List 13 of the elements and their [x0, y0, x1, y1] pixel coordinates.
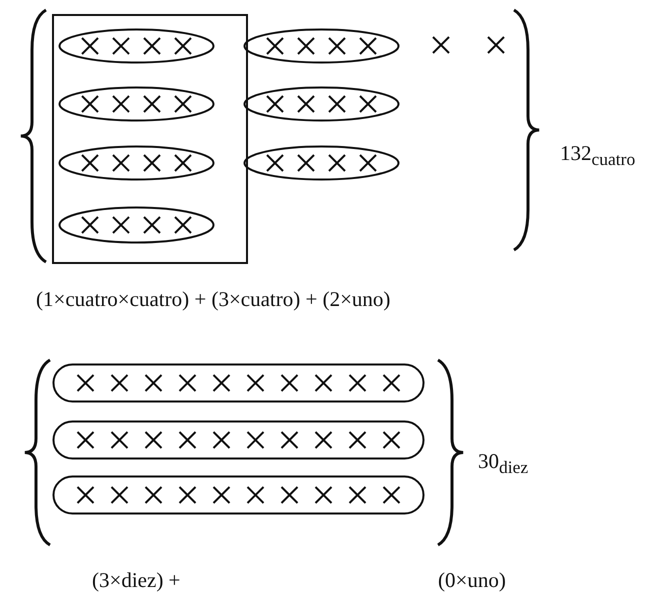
expression-text: (1×cuatro×cuatro) + (3×cuatro) + (2×uno) — [36, 287, 390, 312]
expression-text: (3×diez) + — [92, 568, 180, 593]
grouping-oval — [58, 145, 215, 181]
grouping-oval — [243, 28, 400, 64]
number-label: 30$_{diez}$ — [478, 449, 528, 478]
grouping-oval — [243, 145, 400, 181]
grouping-oval — [243, 86, 400, 122]
grouping-oval — [58, 86, 215, 122]
number-label: 132$_{cuatro}$ — [560, 141, 636, 170]
grouping-oval — [58, 206, 215, 244]
grouping-rectangle — [52, 14, 248, 264]
grouping-oval — [58, 28, 215, 64]
expression-text: (0×uno) — [438, 568, 506, 593]
